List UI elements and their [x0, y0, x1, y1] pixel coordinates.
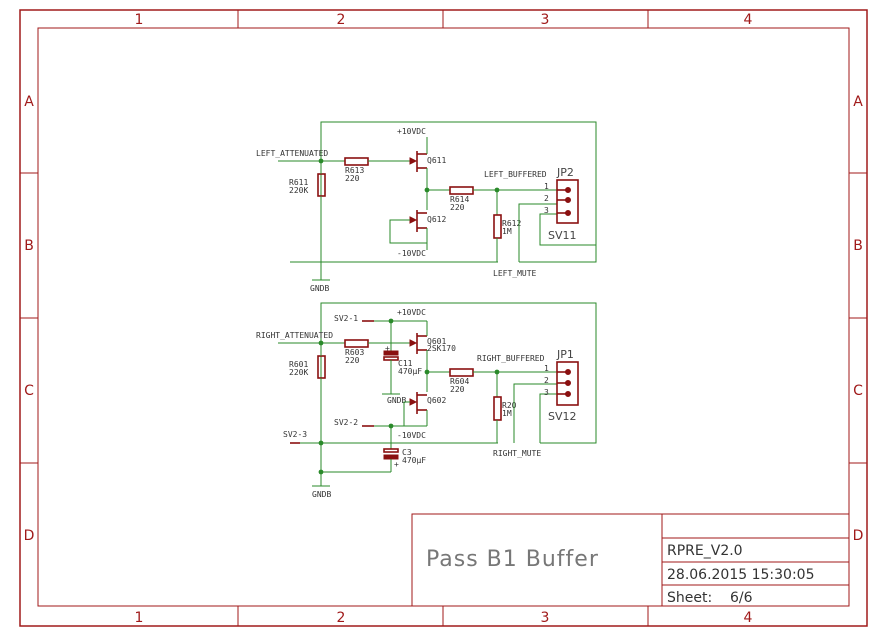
c11-capacitor [383, 350, 399, 356]
zone-col-3-bottom: 3 [541, 610, 550, 626]
r614-name: R614 [450, 195, 469, 204]
r603-name: R603 [345, 348, 364, 357]
jp1-pin-2: 2 [544, 376, 549, 385]
r611-value: 220K [289, 186, 308, 195]
r614-resistor [449, 186, 474, 195]
right-input-label: RIGHT_ATTENUATED [256, 331, 333, 340]
r604-name: R604 [450, 377, 469, 386]
q611-transistor [409, 151, 427, 172]
sv2-2-label: SV2-2 [334, 418, 358, 427]
r604-resistor [449, 368, 474, 377]
jp2-part: SV11 [548, 229, 577, 242]
r601-value: 220K [289, 368, 308, 377]
left-input-label: LEFT_ATTENUATED [256, 149, 328, 158]
drawing-frame: 1 2 3 4 1 2 3 4 A B C D A B C D [19, 9, 868, 627]
zone-row-b-left: B [24, 238, 34, 254]
zone-col-1-bottom: 1 [135, 610, 144, 626]
sheet-number: 6/6 [730, 590, 753, 606]
r603-value: 220 [345, 356, 360, 365]
r613-resistor [344, 157, 369, 166]
jp1-part: SV12 [548, 410, 577, 423]
sheet-title: Pass B1 Buffer [426, 547, 599, 572]
svg-text:+: + [394, 460, 399, 469]
right-output-label: RIGHT_BUFFERED [477, 354, 545, 363]
right-vneg-label: -10VDC [397, 431, 426, 440]
left-output-label: LEFT_BUFFERED [484, 170, 547, 179]
q611-label: Q611 [427, 156, 446, 165]
left-vpos-label: +10VDC [397, 127, 426, 136]
right-enclosure-wire [320, 302, 597, 472]
r612-name: R612 [502, 219, 521, 228]
jp2-name: JP2 [556, 166, 574, 179]
c11-value: 470μF [398, 367, 422, 376]
zone-row-c-left: C [24, 383, 34, 399]
outer-border [19, 9, 868, 627]
right-ground-label: GNDB [312, 490, 331, 499]
r613-name: R613 [345, 166, 364, 175]
right-mute-label: RIGHT_MUTE [493, 449, 541, 458]
q602-transistor [409, 392, 427, 414]
inner-border [37, 27, 850, 607]
timestamp: 28.06.2015 15:30:05 [667, 567, 815, 583]
project-name: RPRE_V2.0 [667, 543, 743, 559]
zone-col-2-top: 2 [337, 12, 346, 28]
zone-row-a-right: A [853, 94, 863, 110]
zone-row-b-right: B [853, 238, 863, 254]
title-block: Pass B1 Buffer RPRE_V2.0 28.06.2015 15:3… [411, 513, 850, 607]
jp2-pin-1: 1 [544, 182, 549, 191]
zone-col-1-top: 1 [135, 12, 144, 28]
jp2-connector [556, 179, 579, 224]
left-ground-label: GNDB [310, 284, 329, 293]
r604-value: 220 [450, 385, 465, 394]
right-channel-circuit: SV2-3 RIGHT_ATTENUATED R601 220K R603 22… [256, 302, 597, 499]
left-vneg-label: -10VDC [397, 249, 426, 258]
zone-row-c-right: C [853, 383, 863, 399]
left-channel-circuit: LEFT_ATTENUATED R611 220K R613 220 Q611 … [256, 121, 597, 293]
q602-label: Q602 [427, 396, 446, 405]
r612-value: 1M [502, 227, 512, 236]
c3-value: 470μF [402, 456, 426, 465]
right-vpos-label: +10VDC [397, 308, 426, 317]
zone-row-d-left: D [24, 528, 35, 544]
jp1-pin-3: 3 [544, 388, 549, 397]
r613-value: 220 [345, 174, 360, 183]
r601-name: R601 [289, 360, 308, 369]
q601-part: 2SK170 [427, 344, 456, 353]
q612-label: Q612 [427, 215, 446, 224]
sheet-label: Sheet: [667, 590, 712, 606]
jp1-name: JP1 [556, 348, 574, 361]
r603-resistor [344, 339, 369, 348]
svg-text:+: + [385, 344, 390, 353]
q612-transistor [409, 210, 427, 232]
zone-col-4-top: 4 [744, 12, 753, 28]
jp1-connector [556, 361, 579, 406]
r20-value: 1M [502, 409, 512, 418]
zone-col-3-top: 3 [541, 12, 550, 28]
sv2-1-label: SV2-1 [334, 314, 358, 323]
jp2-pin-2: 2 [544, 194, 549, 203]
c11-name: C11 [398, 359, 413, 368]
c3-capacitor [383, 448, 399, 453]
jp1-pin-1: 1 [544, 364, 549, 373]
c3-name: C3 [402, 448, 412, 457]
zone-col-4-bottom: 4 [744, 610, 753, 626]
sv2-3-label: SV2-3 [283, 430, 307, 439]
right-mid-ground-label: GNDB [387, 396, 406, 405]
zone-row-a-left: A [24, 94, 34, 110]
r20-resistor [493, 396, 502, 421]
q601-name: Q601 [427, 337, 446, 346]
zone-row-d-right: D [853, 528, 864, 544]
r20-name: R20 [502, 401, 517, 410]
jp2-pin-3: 3 [544, 206, 549, 215]
r614-value: 220 [450, 203, 465, 212]
r612-resistor [493, 214, 502, 239]
r611-name: R611 [289, 178, 308, 187]
zone-col-2-bottom: 2 [337, 610, 346, 626]
q601-transistor [409, 333, 427, 354]
left-mute-label: LEFT_MUTE [493, 269, 537, 278]
